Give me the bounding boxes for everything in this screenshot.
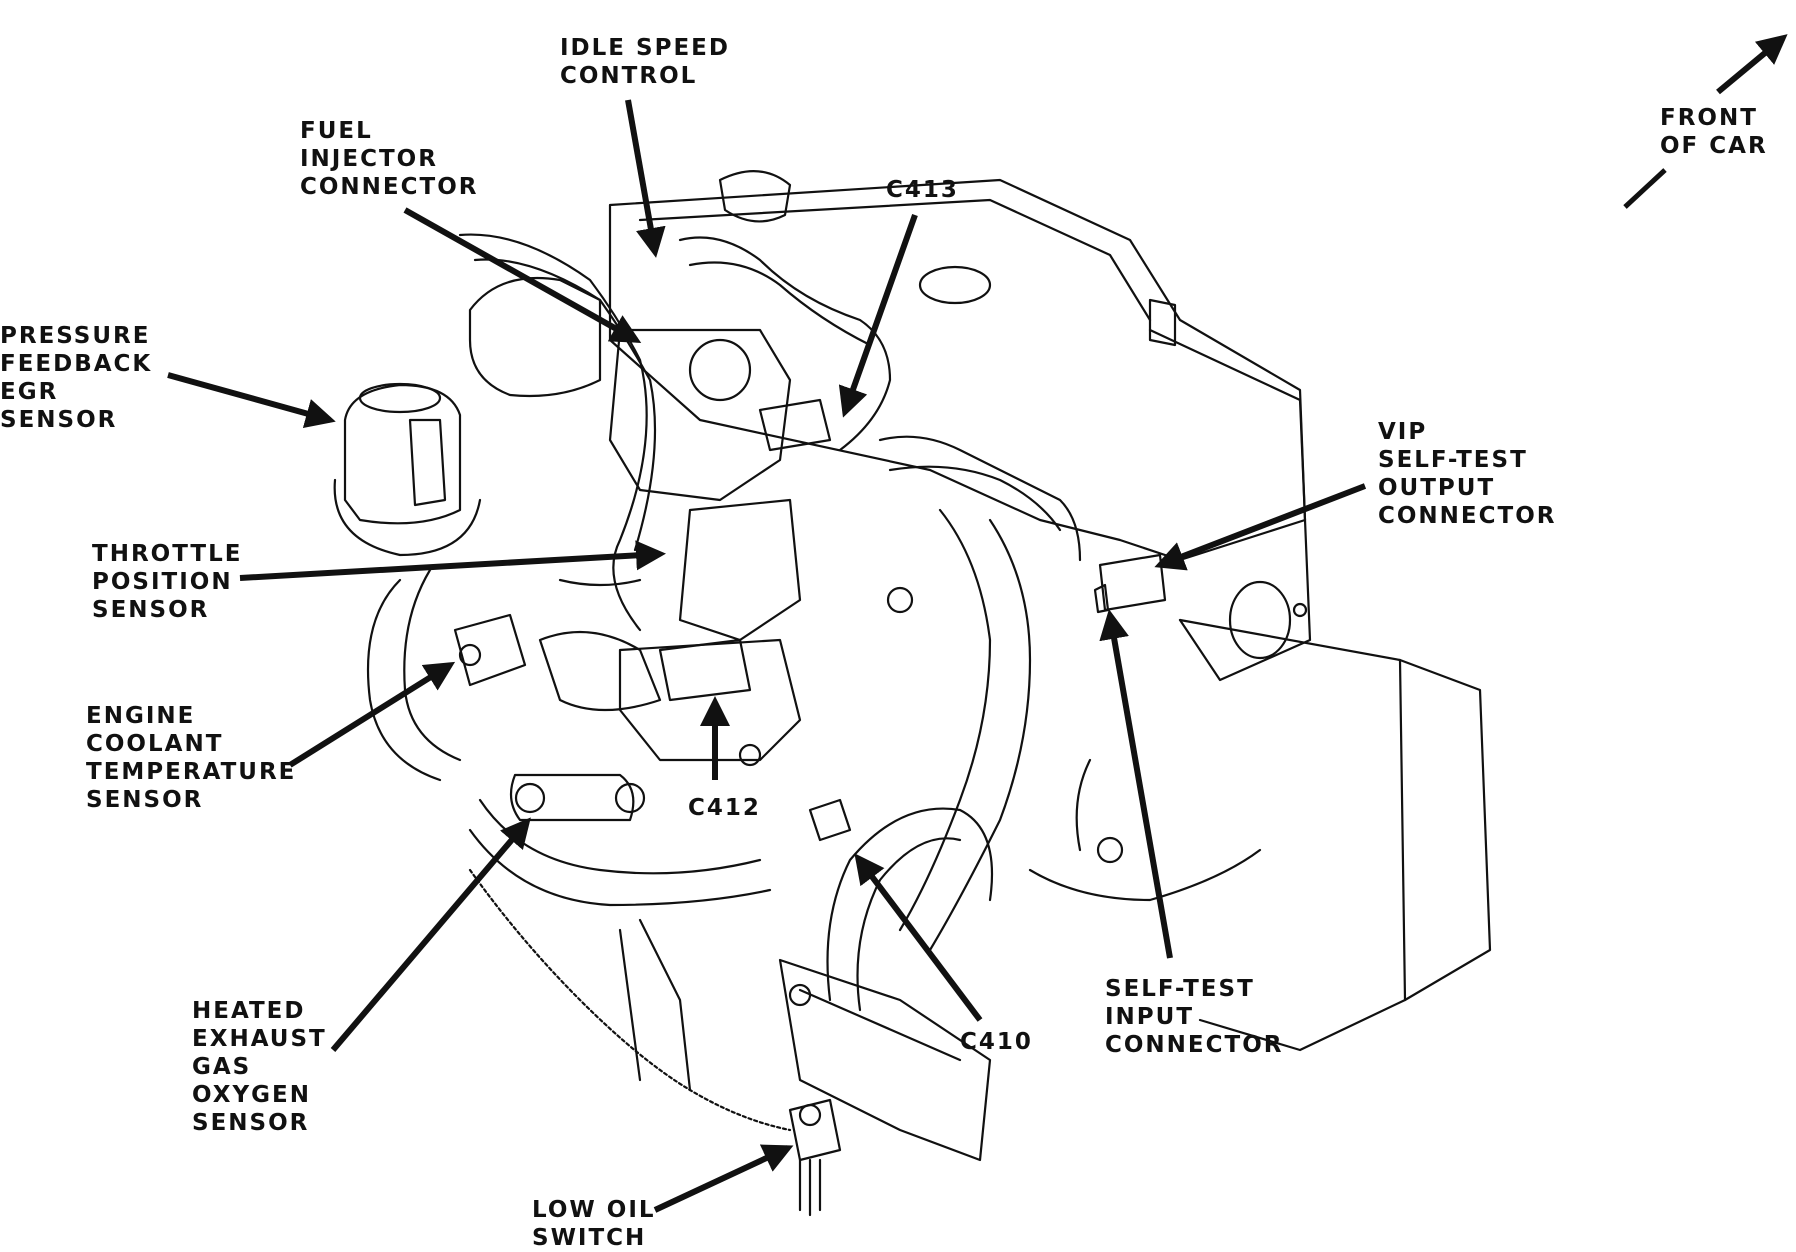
- head-end-plate: [1148, 328, 1312, 682]
- label-throttle-position-sensor: THROTTLE POSITION SENSOR: [92, 541, 243, 623]
- label-vip-self-test-output-connector: VIP SELF-TEST OUTPUT CONNECTOR: [1378, 419, 1557, 529]
- arrow-c410: [854, 853, 983, 1022]
- intake-manifold: [618, 638, 802, 762]
- front-of-car-tail: [1623, 168, 1667, 209]
- arrow-pfe: [167, 372, 336, 429]
- coolant-hose: [366, 578, 442, 782]
- egr-valve: [333, 478, 482, 557]
- label-engine-coolant-temperature-sensor: ENGINE COOLANT TEMPERATURE SENSOR: [86, 703, 297, 813]
- c412-connector: [658, 638, 752, 702]
- arrow-front-of-car: [1716, 34, 1788, 95]
- breather-cap: [918, 265, 992, 305]
- label-self-test-input-connector: SELF-TEST INPUT CONNECTOR: [1105, 976, 1284, 1058]
- pcv-valve: [1148, 298, 1177, 347]
- label-low-oil-switch: LOW OIL SWITCH: [532, 1197, 656, 1251]
- vacuum-line: [826, 807, 994, 1002]
- egr-connector: [408, 418, 447, 507]
- arrow-ect: [288, 661, 456, 768]
- head-cover-ridge: [638, 198, 1152, 322]
- throttle-plate: [678, 498, 802, 642]
- arrow-c413: [838, 213, 918, 418]
- throttle-body: [608, 328, 792, 502]
- exhaust-pipe: [618, 918, 692, 1092]
- egr-sensor-body: [343, 383, 462, 525]
- label-pressure-feedback-egr-sensor: PRESSURE FEEDBACK EGR SENSOR: [0, 323, 153, 433]
- arrow-tps: [239, 540, 666, 581]
- label-front-of-car: FRONT OF CAR: [1660, 105, 1768, 159]
- front-harness: [898, 508, 992, 932]
- isc-motor: [688, 338, 752, 402]
- arrow-self-test: [1099, 609, 1173, 959]
- manifold-runner: [538, 630, 662, 712]
- cam-bolt: [1292, 602, 1308, 618]
- arrow-hego: [330, 817, 531, 1052]
- oil-filler-cap: [718, 170, 792, 223]
- ect-sensor: [453, 613, 527, 687]
- arrow-low-oil: [653, 1144, 794, 1213]
- arrow-idle-speed: [625, 99, 666, 258]
- low-oil-switch-body: [788, 1098, 842, 1162]
- block-edge: [1398, 658, 1492, 1002]
- cylinder-head-cover: [608, 178, 1307, 562]
- label-c410: C410: [960, 1029, 1033, 1055]
- label-c412: C412: [688, 795, 761, 821]
- mount-bracket: [778, 958, 992, 1162]
- c410-connector: [808, 798, 852, 842]
- label-c413: C413: [886, 177, 959, 203]
- air-bypass-housing: [468, 276, 602, 398]
- label-heated-exhaust-gas-oxygen-sensor: HEATED EXHAUST GAS OXYGEN SENSOR: [192, 998, 327, 1136]
- label-idle-speed-control: IDLE SPEED CONTROL: [560, 35, 730, 89]
- label-fuel-injector-connector: FUEL INJECTOR CONNECTOR: [300, 118, 479, 200]
- hego-sensor: [509, 773, 635, 822]
- c413-connector: [758, 398, 832, 452]
- hego-lead: [468, 868, 792, 1132]
- vip-connector: [1098, 553, 1167, 612]
- upper-harness: [678, 236, 892, 452]
- arrow-vip: [1154, 483, 1367, 571]
- arrow-fuel-injector: [403, 207, 642, 343]
- side-harness: [878, 435, 1082, 562]
- cam-bore: [1228, 580, 1292, 660]
